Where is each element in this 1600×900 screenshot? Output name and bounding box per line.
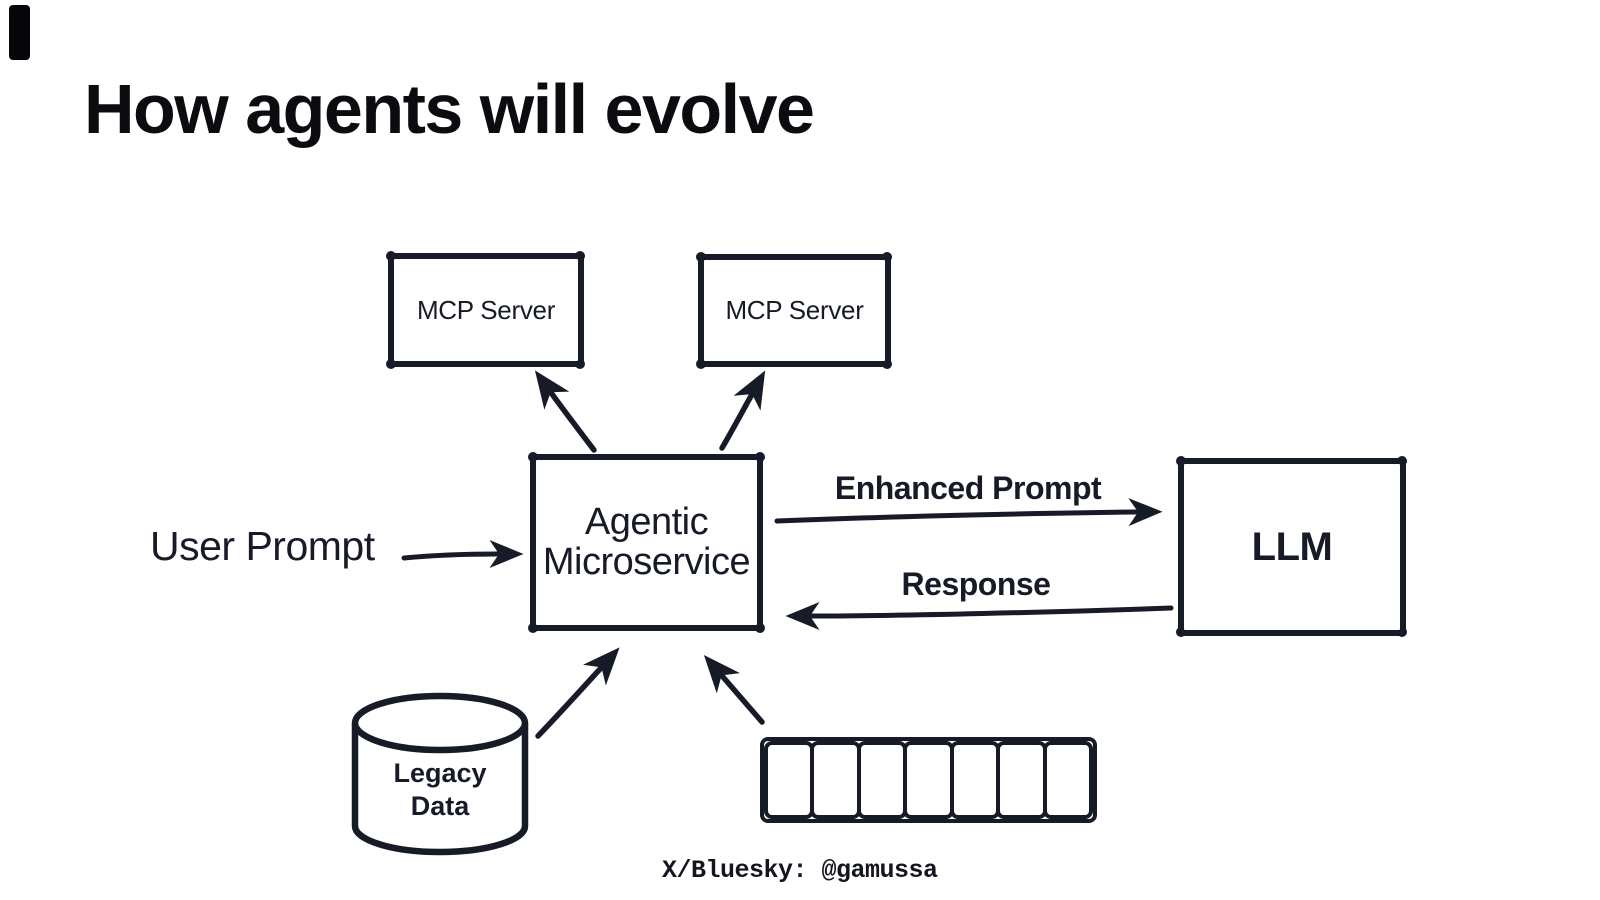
arrow-agentic-to-mcp-left <box>534 370 597 453</box>
arrow-queue-to-agentic <box>703 654 765 725</box>
user-prompt-label: User Prompt <box>150 523 375 569</box>
node-agentic-microservice: Agentic Microservice <box>530 454 763 631</box>
response-label: Response <box>901 566 1051 602</box>
queue-cell <box>856 741 908 819</box>
enhanced-prompt-label: Enhanced Prompt <box>834 470 1102 506</box>
event-queue <box>760 737 1097 823</box>
agentic-microservice-label: Agentic Microservice <box>542 500 751 583</box>
footer-handle: X/Bluesky: @gamussa <box>662 856 938 885</box>
agentic-label-line1: Agentic <box>584 500 709 543</box>
queue-cell <box>903 741 954 819</box>
legacy-label-line2: Data <box>410 791 470 821</box>
arrow-agentic-to-mcp-right <box>719 370 766 451</box>
node-mcp-server-left: MCP Server <box>388 253 584 367</box>
queue-cell <box>949 741 1001 819</box>
queue-cell <box>996 741 1047 819</box>
queue-cell <box>810 741 861 819</box>
queue-cell <box>1042 741 1093 819</box>
legacy-label-line1: Legacy <box>393 758 487 788</box>
node-mcp-server-right: MCP Server <box>698 254 891 367</box>
arrow-response <box>785 601 1174 630</box>
arrow-enhanced-prompt <box>774 498 1163 527</box>
queue-cell <box>764 741 815 819</box>
llm-label: LLM <box>1251 524 1333 569</box>
arrow-legacy-data-to-agentic <box>535 647 620 739</box>
corner-mark <box>9 5 30 60</box>
arrow-user-prompt-to-agentic <box>401 540 524 569</box>
node-llm: LLM <box>1178 458 1406 636</box>
mcp-server-left-label: MCP Server <box>416 294 556 325</box>
legacy-data-cylinder <box>351 692 529 856</box>
mcp-server-right-label: MCP Server <box>725 295 864 325</box>
legacy-data-label: Legacy Data <box>360 757 520 823</box>
slide-title: How agents will evolve <box>84 70 815 148</box>
agentic-label-line2: Microservice <box>542 540 751 583</box>
